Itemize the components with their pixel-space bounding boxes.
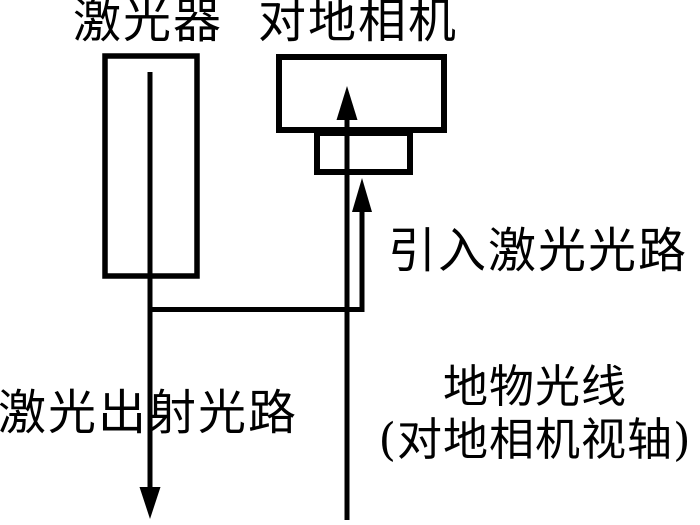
camera-axis-arrowhead-icon — [336, 86, 358, 120]
camera-body-box — [276, 54, 447, 133]
ground-light-label-line1: 地物光线 — [442, 360, 627, 413]
ground-light-label-line2: (对地相机视轴) — [378, 412, 692, 466]
intro-laser-arrowhead-icon — [352, 178, 372, 212]
ground-light-label: 地物光线 (对地相机视轴) — [368, 360, 700, 466]
intro-laser-path-label: 引入激光光路 — [388, 223, 689, 279]
camera-lens-box — [314, 130, 413, 175]
laser-exit-path-label: 激光出射光路 — [0, 385, 299, 441]
camera-label: 对地相机 — [257, 0, 458, 49]
laser-label: 激光器 — [72, 0, 223, 49]
laser-exit-arrowhead-icon — [139, 487, 161, 519]
